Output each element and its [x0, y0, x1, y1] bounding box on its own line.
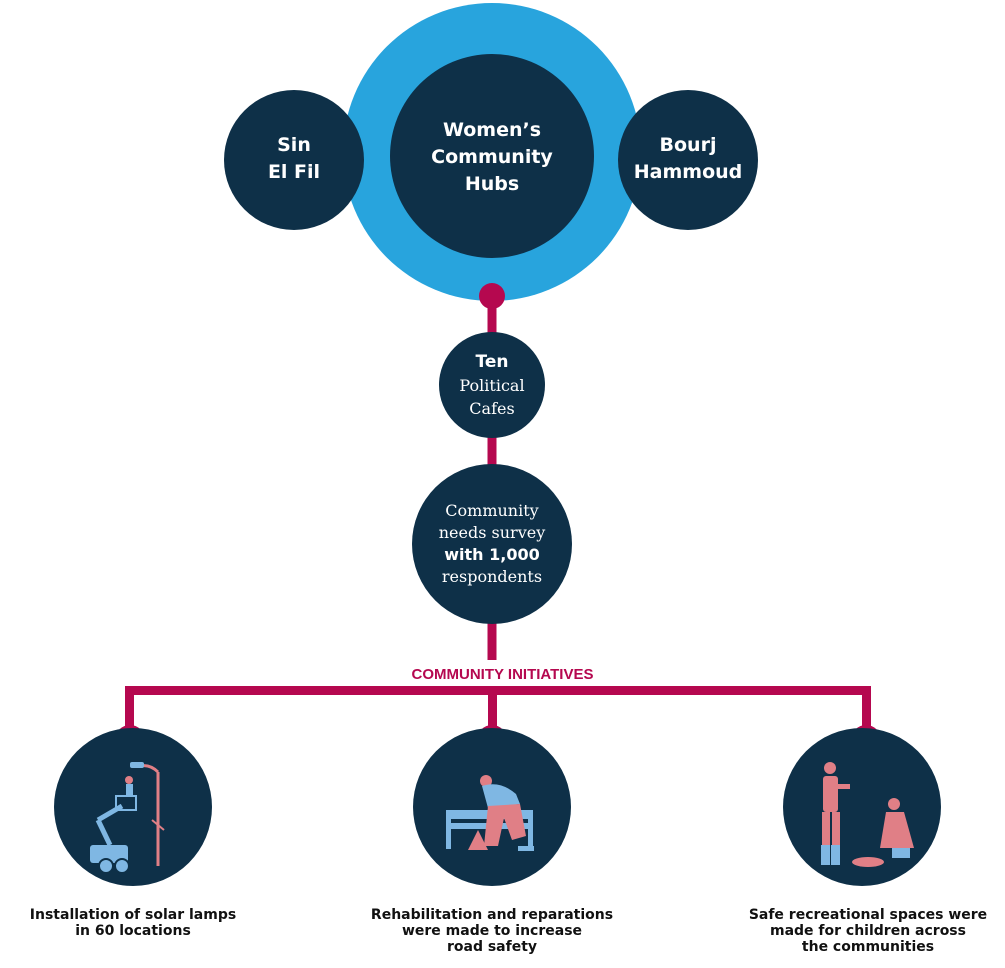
- political-cafes-label: Ten Political Cafes: [442, 346, 542, 424]
- hub-label-line-3: Hubs: [464, 172, 520, 195]
- hub-label-line-1: Women’s: [442, 118, 542, 141]
- cafes-count: Ten: [475, 352, 509, 372]
- solar-lamp-installation-icon: [90, 762, 165, 874]
- community-initiatives-heading: COMMUNITY INITIATIVES: [411, 666, 594, 683]
- hub-connector-dot: [479, 283, 505, 309]
- road-safety-caption: Rehabilitation and reparations were made…: [352, 907, 632, 955]
- community-survey-circle: [412, 464, 572, 624]
- road-caption-line-1: Rehabilitation and reparations: [370, 907, 614, 923]
- community-survey-label: Community needs survey with 1,000 respon…: [417, 496, 567, 592]
- hub-label-line-2: Community: [431, 145, 553, 168]
- sin-el-fil-circle: [224, 90, 364, 230]
- cafes-line-2: Cafes: [469, 399, 515, 418]
- recreational-spaces-caption: Safe recreational spaces were made for c…: [735, 907, 1001, 955]
- sin-el-fil-line-1: Sin: [277, 134, 311, 156]
- cafes-line-1: Political: [459, 376, 525, 395]
- political-cafes-circle: [439, 332, 545, 438]
- bourj-hammoud-circle: [618, 90, 758, 230]
- solar-caption-line-2: in 60 locations: [75, 923, 191, 939]
- recreation-caption-line-1: Safe recreational spaces were: [748, 907, 988, 923]
- survey-line-4: respondents: [441, 567, 543, 586]
- road-repair-worker-icon: [446, 775, 534, 851]
- sin-el-fil-line-2: El Fil: [267, 161, 321, 183]
- bourj-hammoud-line-2: Hammoud: [633, 161, 743, 183]
- solar-lamps-caption: Installation of solar lamps in 60 locati…: [3, 907, 263, 939]
- sin-el-fil-label: Sin El Fil: [244, 132, 344, 186]
- solar-caption-line-1: Installation of solar lamps: [29, 907, 237, 923]
- recreation-caption-line-2: made for children across: [770, 923, 966, 939]
- bourj-hammoud-label: Bourj Hammoud: [628, 132, 748, 186]
- womens-community-hubs-circle: [390, 54, 594, 258]
- bourj-hammoud-line-1: Bourj: [659, 134, 717, 156]
- gardening-people-icon: [821, 762, 914, 867]
- survey-line-1: Community: [445, 501, 539, 520]
- road-caption-line-2: were made to increase: [401, 923, 583, 939]
- survey-line-2: needs survey: [438, 523, 546, 542]
- womens-community-hubs-label: Women’s Community Hubs: [392, 116, 592, 198]
- recreation-caption-line-3: the communities: [801, 939, 935, 955]
- road-caption-line-3: road safety: [446, 939, 538, 955]
- survey-respondent-count: with 1,000: [444, 545, 540, 564]
- solar-lamps-circle: [54, 728, 212, 886]
